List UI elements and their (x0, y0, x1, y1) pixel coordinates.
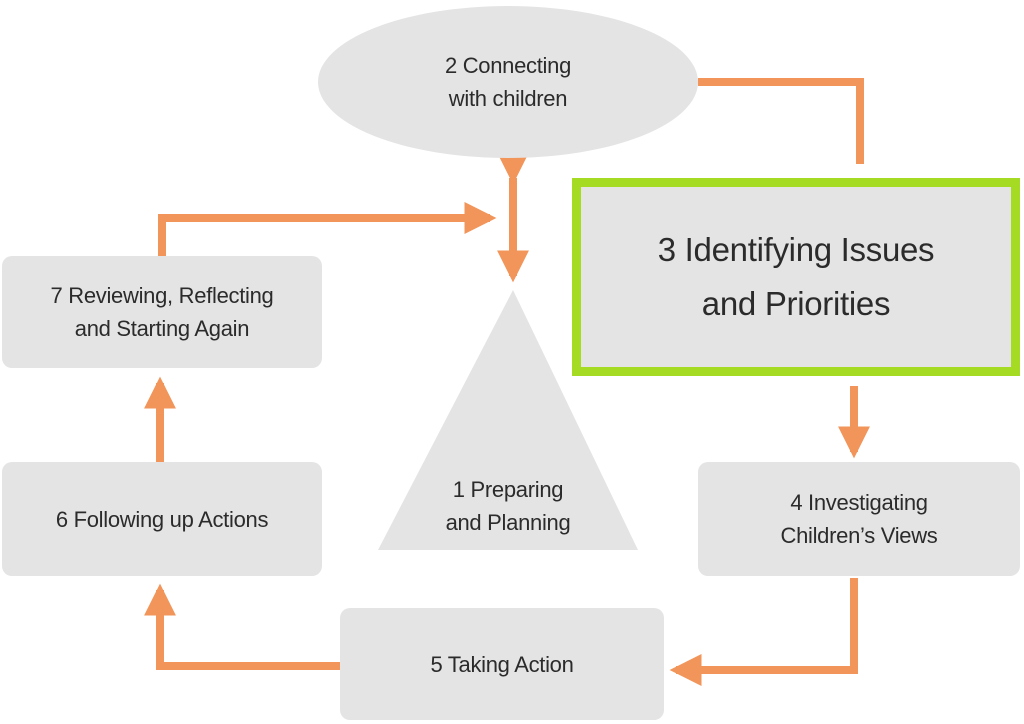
node-following-up-actions: 6 Following up Actions (2, 462, 322, 576)
node-investigating-views: 4 Investigating Children’s Views (698, 462, 1020, 576)
edge-reviewing-to-connecting (158, 202, 497, 256)
edge-taking-action-to-following-up (144, 583, 340, 670)
node-preparing-planning: 1 Preparing and Planning (378, 450, 638, 550)
node-label-investigating: 4 Investigating Children’s Views (780, 490, 938, 548)
node-label-preparing: 1 Preparing and Planning (445, 477, 571, 535)
node-connecting-with-children: 2 Connecting with children (318, 6, 698, 158)
node-label-taking-action: 5 Taking Action (430, 651, 574, 677)
triangle-shape-preparing (378, 290, 638, 550)
node-identifying-issues: 3 Identifying Issues and Priorities (572, 178, 1020, 376)
edge-investigating-to-taking-action (669, 578, 858, 686)
edge-connecting-to-identifying (698, 78, 864, 164)
node-reviewing-reflecting: 7 Reviewing, Reflecting and Starting Aga… (2, 256, 322, 368)
node-label-following-up: 6 Following up Actions (55, 506, 269, 532)
node-taking-action: 5 Taking Action (340, 608, 664, 720)
node-label-identifying: 3 Identifying Issues and Priorities (657, 231, 935, 322)
node-label-connecting: 2 Connecting with children (444, 53, 572, 111)
node-label-reviewing: 7 Reviewing, Reflecting and Starting Aga… (50, 283, 274, 341)
